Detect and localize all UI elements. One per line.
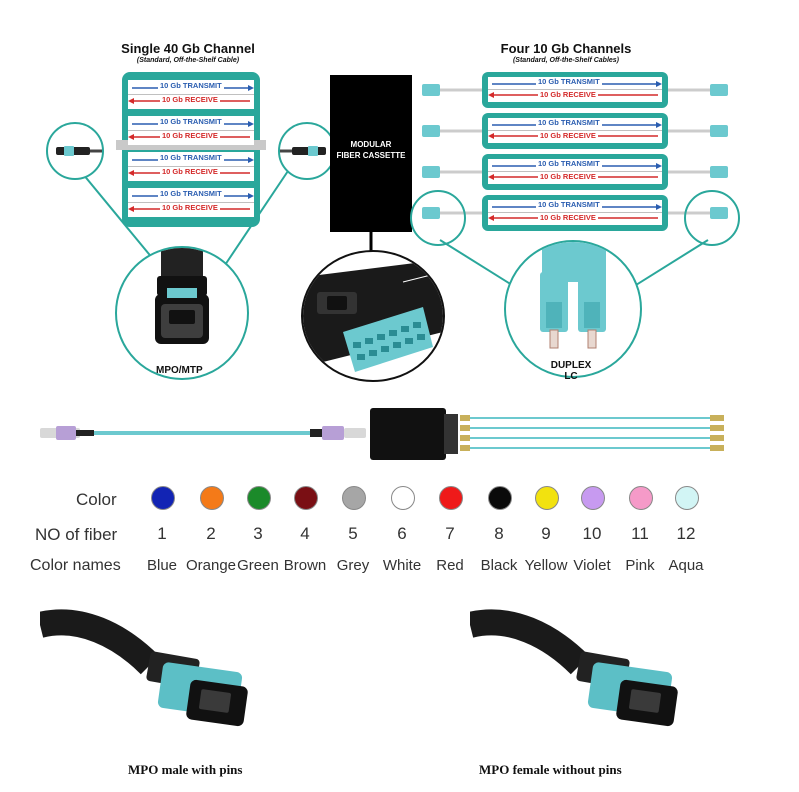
- fiber-color-swatch: [391, 486, 415, 510]
- transmit-label: 10 Gb TRANSMIT: [158, 81, 224, 90]
- right-mpo-end-circle: [278, 122, 336, 180]
- fiber-color-name: Blue: [146, 557, 178, 574]
- transmit-label: 10 Gb TRANSMIT: [536, 118, 602, 127]
- duplex-label-line1: DUPLEX: [550, 360, 592, 371]
- fiber-color-swatch: [629, 486, 653, 510]
- fiber-color-name: Yellow: [524, 557, 568, 574]
- duplex-cable-4: 10 Gb TRANSMIT 10 Gb RECEIVE: [420, 193, 740, 233]
- receive-label: 10 Gb RECEIVE: [538, 213, 598, 222]
- duplex-cable-2: 10 Gb TRANSMIT 10 Gb RECEIVE: [420, 111, 740, 151]
- left-panel-subtitle: (Standard, Off-the-Shelf Cable): [136, 57, 240, 64]
- mpo-male-caption: MPO male with pins: [128, 762, 243, 777]
- fiber-color-name: Brown: [283, 557, 327, 574]
- fiber-color-name: Black: [480, 557, 518, 574]
- fiber-color-name: Green: [237, 557, 279, 574]
- duplex-cable-3: 10 Gb TRANSMIT 10 Gb RECEIVE: [420, 152, 740, 192]
- left-cable-jacket: [116, 140, 266, 150]
- mpo-female-photo: [470, 609, 678, 727]
- fiber-number: 1: [157, 524, 167, 543]
- duplex-lc-connector-icon: [540, 242, 606, 349]
- fiber-color-name: Red: [436, 557, 464, 574]
- right-lc-end-circle: [684, 190, 740, 246]
- breakout-cable-graphic: [40, 408, 724, 460]
- left-mpo-end-circle: [46, 122, 104, 180]
- right-panel-title: Four 10 Gb Channels: [500, 41, 632, 56]
- transmit-label: 10 Gb TRANSMIT: [536, 200, 602, 209]
- transmit-label: 10 Gb TRANSMIT: [536, 159, 602, 168]
- fiber-color-name: White: [382, 557, 422, 574]
- fiber-number: 3: [253, 524, 263, 543]
- cassette-ports-photo: [303, 262, 443, 372]
- duplex-lc-circle: [504, 240, 642, 378]
- receive-label: 10 Gb RECEIVE: [160, 203, 220, 212]
- receive-label: 10 Gb RECEIVE: [538, 172, 598, 181]
- transmit-label: 10 Gb TRANSMIT: [536, 77, 602, 86]
- fiber-color-name: Pink: [625, 557, 655, 574]
- fiber-color-swatch: [247, 486, 271, 510]
- color-row-label: Color: [76, 490, 117, 509]
- fiber-color-swatch: [342, 486, 366, 510]
- duplex-cable-1: 10 Gb TRANSMIT 10 Gb RECEIVE: [420, 70, 740, 110]
- right-panel-subtitle: (Standard, Off-the-Shelf Cables): [512, 57, 620, 64]
- fiber-number: 12: [676, 524, 696, 543]
- cassette-label-line1: MODULAR: [350, 140, 392, 149]
- receive-label: 10 Gb RECEIVE: [160, 131, 220, 140]
- left-fiber-pair-3: 10 Gb TRANSMIT 10 Gb RECEIVE: [128, 152, 254, 181]
- fiber-number: 6: [397, 524, 407, 543]
- left-fiber-pair-1: 10 Gb TRANSMIT 10 Gb RECEIVE: [128, 80, 254, 109]
- fiber-number: 2: [206, 524, 216, 543]
- names-row-label: Color names: [30, 557, 121, 574]
- fiber-color-swatch: [200, 486, 224, 510]
- mpo-mtp-label: MPO/MTP: [156, 365, 203, 376]
- fiber-number: 11: [631, 524, 649, 543]
- fiber-number: 9: [541, 524, 551, 543]
- mpo-connector-icon: [155, 248, 209, 344]
- fiber-color-swatch: [439, 486, 463, 510]
- fiber-row-label: NO of fiber: [35, 525, 118, 544]
- left-fiber-pair-2: 10 Gb TRANSMIT 10 Gb RECEIVE: [128, 116, 254, 145]
- fiber-color-swatch: [535, 486, 559, 510]
- fiber-color-name: Grey: [336, 557, 370, 574]
- transmit-label: 10 Gb TRANSMIT: [158, 189, 224, 198]
- duplex-label-line2: LC: [564, 371, 578, 382]
- fiber-color-swatch: [294, 486, 318, 510]
- left-panel-title: Single 40 Gb Channel: [121, 41, 255, 56]
- mpo-female-caption: MPO female without pins: [479, 762, 622, 777]
- receive-label: 10 Gb RECEIVE: [538, 131, 598, 140]
- fiber-number: 5: [348, 524, 358, 543]
- transmit-label: 10 Gb TRANSMIT: [158, 153, 224, 162]
- fiber-color-swatch: [488, 486, 512, 510]
- cassette-label-line2: FIBER CASSETTE: [336, 151, 406, 160]
- fiber-number: 7: [445, 524, 455, 543]
- modular-fiber-cassette: MODULAR FIBER CASSETTE: [330, 75, 412, 232]
- fiber-number: 4: [300, 524, 310, 543]
- fiber-color-name: Aqua: [668, 557, 704, 574]
- receive-label: 10 Gb RECEIVE: [538, 90, 598, 99]
- mpo-mtp-circle: [115, 246, 249, 380]
- receive-label: 10 Gb RECEIVE: [160, 167, 220, 176]
- fiber-color-name: Violet: [573, 557, 611, 574]
- fiber-number: 10: [582, 524, 602, 543]
- fiber-color-swatch: [581, 486, 605, 510]
- cassette-detail-circle: [301, 250, 445, 382]
- duplex-lc-label: DUPLEX LC: [546, 360, 596, 382]
- transmit-label: 10 Gb TRANSMIT: [158, 117, 224, 126]
- left-lc-end-circle: [410, 190, 466, 246]
- fiber-color-name: Orange: [185, 557, 237, 574]
- receive-label: 10 Gb RECEIVE: [160, 95, 220, 104]
- left-fiber-pair-4: 10 Gb TRANSMIT 10 Gb RECEIVE: [128, 188, 254, 217]
- fiber-color-swatch: [675, 486, 699, 510]
- mpo-male-photo: [40, 609, 248, 727]
- fiber-number: 8: [494, 524, 504, 543]
- fiber-color-swatch: [151, 486, 175, 510]
